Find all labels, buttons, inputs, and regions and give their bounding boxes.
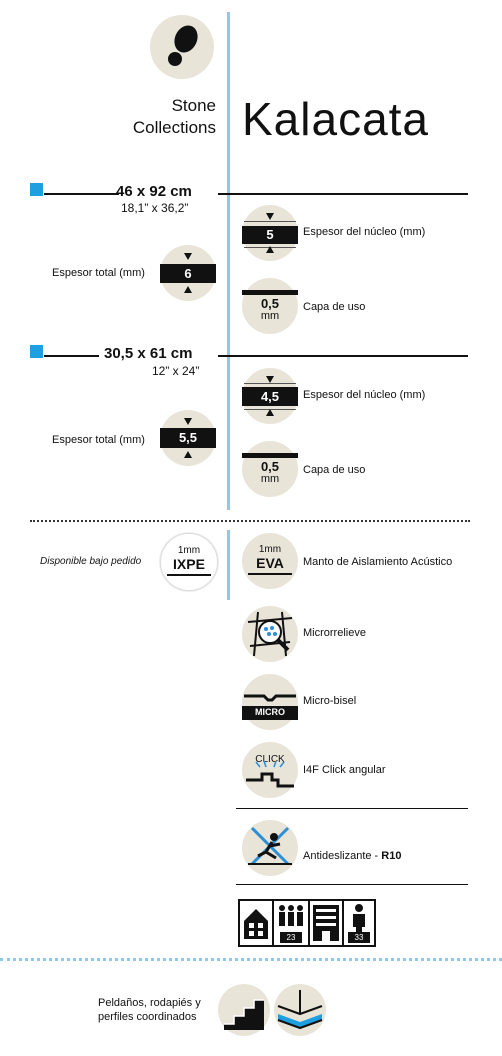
feature-separator bbox=[236, 808, 468, 809]
residential-icon bbox=[244, 909, 268, 939]
core-band: 5 bbox=[242, 226, 298, 244]
commercial-building-icon bbox=[313, 905, 339, 941]
eva-mm: 1mm bbox=[258, 544, 282, 555]
core-band: 4,5 bbox=[242, 387, 298, 406]
total-band: 6 bbox=[160, 264, 216, 283]
click-label: I4F Click angular bbox=[303, 764, 386, 776]
feature-separator bbox=[236, 884, 468, 885]
footprint-icon-circle bbox=[150, 15, 214, 79]
wear-layer-icon: 0,5 mm bbox=[242, 278, 298, 334]
ixpe-mm: 1mm bbox=[177, 545, 201, 556]
profile-icon bbox=[274, 984, 326, 1036]
commercial-badge: 33 bbox=[348, 932, 370, 943]
wear-unit: mm bbox=[260, 473, 280, 485]
wear-value: 0,5 bbox=[260, 459, 280, 474]
total-thickness-icon: 6 bbox=[160, 245, 216, 301]
wear-layer-label: Capa de uso bbox=[303, 301, 366, 313]
core-thickness-label: Espesor del núcleo (mm) bbox=[303, 389, 426, 401]
wear-value: 0,5 bbox=[260, 296, 280, 311]
microrelief-label: Microrrelieve bbox=[303, 627, 366, 639]
usage-icons: 23 33 bbox=[238, 899, 376, 947]
wear-layer-label: Capa de uso bbox=[303, 464, 366, 476]
anti-slip-icon bbox=[242, 820, 298, 876]
format-rule-right bbox=[218, 193, 468, 195]
core-thickness-icon: 5 bbox=[242, 205, 298, 261]
eva-icon: 1mm EVA bbox=[242, 533, 298, 589]
micro-bevel-text: MICRO bbox=[255, 707, 285, 717]
anti-slip-label: Antideslizante - R10 bbox=[303, 850, 402, 862]
total-thickness-label: Espesor total (mm) bbox=[52, 267, 145, 279]
format-rule-left bbox=[44, 355, 99, 357]
format-size: 46 x 92 cm bbox=[116, 183, 192, 200]
product-title: Kalacata bbox=[242, 93, 430, 145]
wear-unit: mm bbox=[260, 310, 280, 322]
microrelief-icon bbox=[242, 606, 298, 662]
format-marker bbox=[30, 183, 43, 196]
residential-badge: 23 bbox=[280, 932, 302, 943]
footer-line2: perfiles coordinados bbox=[98, 1011, 197, 1023]
total-thickness-icon: 5,5 bbox=[160, 410, 216, 466]
format-rule-right bbox=[218, 355, 468, 357]
format-marker bbox=[30, 345, 43, 358]
wear-layer-icon: 0,5 mm bbox=[242, 441, 298, 497]
eva-name: EVA bbox=[256, 555, 284, 571]
total-band: 5,5 bbox=[160, 428, 216, 448]
dotted-separator bbox=[30, 520, 470, 522]
click-icon: CLICK bbox=[242, 742, 298, 798]
eva-label: Manto de Aislamiento Acústico bbox=[303, 556, 453, 568]
person-icon bbox=[353, 904, 365, 937]
format-size-imperial: 18,1” x 36,2” bbox=[121, 201, 189, 215]
core-thickness-icon: 4,5 bbox=[242, 368, 298, 424]
collection-line2: Collections bbox=[132, 118, 216, 137]
collection-line1: Stone bbox=[171, 96, 216, 115]
format-size-imperial: 12” x 24” bbox=[152, 364, 200, 378]
dotted-separator-blue bbox=[0, 958, 502, 961]
click-text: CLICK bbox=[255, 754, 285, 765]
footprint-icon bbox=[168, 25, 198, 66]
group-icon bbox=[279, 905, 303, 926]
stairs-icon bbox=[218, 984, 270, 1036]
core-thickness-label: Espesor del núcleo (mm) bbox=[303, 226, 426, 238]
divider-vertical-top bbox=[227, 12, 230, 510]
footer-line1: Peldaños, rodapiés y bbox=[98, 997, 201, 1009]
divider-vertical-bottom bbox=[227, 530, 230, 600]
ixpe-icon: 1mm IXPE bbox=[160, 533, 218, 591]
micro-bevel-label: Micro-bisel bbox=[303, 695, 357, 707]
micro-bevel-icon: MICRO bbox=[242, 674, 298, 730]
format-size: 30,5 x 61 cm bbox=[104, 345, 193, 362]
ixpe-name: IXPE bbox=[173, 556, 205, 572]
format-rule-left bbox=[44, 193, 119, 195]
total-thickness-label: Espesor total (mm) bbox=[52, 434, 145, 446]
on-request-label: Disponible bajo pedido bbox=[40, 556, 142, 567]
